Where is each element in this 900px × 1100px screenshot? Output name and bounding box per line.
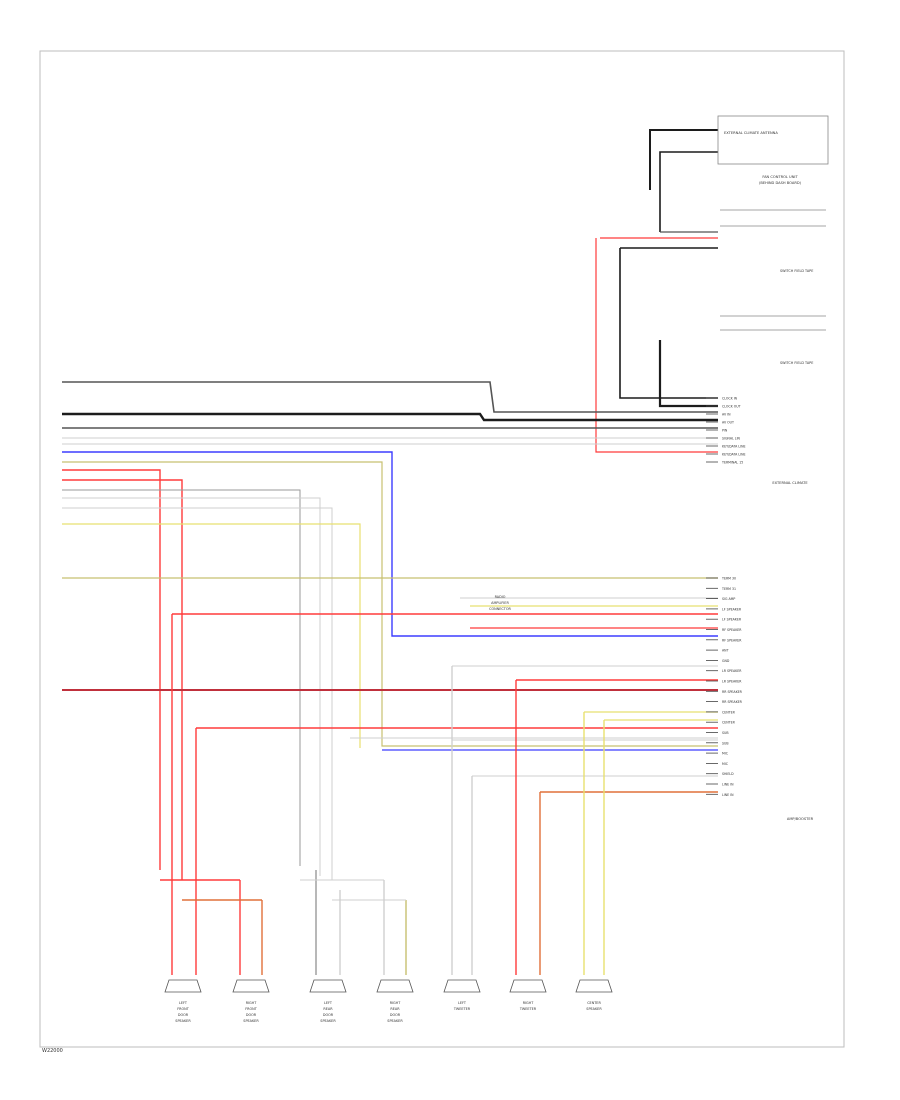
- trunk-2: [62, 412, 718, 422]
- speaker-label: FRONT: [177, 1007, 190, 1011]
- speaker-icon: [509, 979, 547, 993]
- amp-pin-label: LR SPEAKER: [722, 669, 742, 673]
- speaker-icon: [164, 979, 202, 993]
- speaker-label: DOOR: [246, 1013, 257, 1017]
- speaker-label: SPEAKER: [243, 1019, 259, 1023]
- switch-upper-label: SWITCH FIELD TAPE: [780, 269, 813, 273]
- trunk-blue-1: [62, 451, 718, 637]
- speaker-label: SPEAKER: [175, 1019, 191, 1023]
- pin-layer: CLOCK IN CLOCK OUT AV IN AV OUT PIN SIGNAL LI…: [706, 397, 745, 797]
- amp-pin-label: LINE IN: [722, 793, 734, 797]
- wire-bus-red: [595, 238, 718, 453]
- speaker-label: RIGHT: [246, 1001, 258, 1005]
- control-label-2: (BEHIND DASH BOARD): [759, 181, 802, 185]
- speaker-label: CENTER: [587, 1001, 601, 1005]
- amp-pin-label: GND: [722, 659, 730, 663]
- speaker-label: LEFT: [324, 1001, 333, 1005]
- upper-pin-label: KEY/DATA LINE: [722, 453, 745, 457]
- amp-pin-label: SUB: [722, 741, 729, 745]
- speaker-label: DOOR: [323, 1013, 334, 1017]
- upper-pin-label: CLOCK IN: [722, 397, 738, 401]
- amp-pin-label: TERM 30: [721, 577, 736, 581]
- trunk-red-2: [62, 479, 183, 880]
- upper-pin-label: KEY/DATA LINE: [722, 445, 745, 449]
- amp-pin-label: LINE IN: [722, 783, 734, 787]
- upper-pin-label: AV IN: [722, 413, 731, 417]
- speaker-icon: [443, 979, 481, 993]
- trunk-grey-2: [62, 497, 321, 876]
- switch-lower-label: SWITCH FIELD TAPE: [780, 361, 813, 365]
- bus-label: EXTERNAL CLIMATE: [772, 481, 808, 485]
- trunk-yellow-1: [62, 523, 361, 748]
- speaker-label: RIGHT: [523, 1001, 535, 1005]
- amp-pin-label: MIC: [722, 762, 729, 766]
- speaker-label: LEFT: [458, 1001, 467, 1005]
- antenna-label: EXTERNAL CLIMATE ANTENNA: [724, 131, 778, 135]
- speaker-label: RIGHT: [390, 1001, 402, 1005]
- amp-pin-label: TERM 31: [721, 587, 736, 591]
- amp-connector-label-1: RADIO: [495, 595, 506, 599]
- amp-pin-label: LR SPEAKER: [722, 680, 742, 684]
- control-label: FAN CONTROL UNIT: [762, 175, 798, 179]
- amp-pin-label: SIG AMP: [722, 597, 735, 601]
- wire-layer: [62, 129, 718, 975]
- amp-pin-label: CENTER: [722, 721, 736, 725]
- trunk-grey-1: [62, 489, 301, 866]
- component-layer: EXTERNAL CLIMATE ANTENNA FAN CONTROL UNIT…: [164, 115, 829, 1023]
- wire-bus-b: [658, 340, 718, 408]
- amp-pin-label: SUB: [722, 731, 729, 735]
- amp-connector-label-3: CONNECTOR: [489, 607, 511, 611]
- speaker-label: SPEAKER: [586, 1007, 602, 1011]
- wire-antenna-2: [659, 151, 718, 232]
- speaker-label: DOOR: [178, 1013, 189, 1017]
- trunk-1: [62, 381, 718, 413]
- diagram-frame: [39, 50, 845, 1048]
- amp-pin-label: LF SPEAKER: [722, 607, 742, 611]
- trunk-grey-3: [62, 507, 333, 880]
- antenna-box: [717, 115, 829, 165]
- wire-antenna-1: [649, 129, 718, 190]
- amp-connector-label-2: AMPLIFIER: [491, 601, 509, 605]
- trunk-olive-1: [62, 461, 718, 747]
- speaker-label: SPEAKER: [320, 1019, 336, 1023]
- amp-pin-label: RR SPEAKER: [722, 690, 743, 694]
- amp-pin-label: RF SPEAKER: [722, 628, 742, 632]
- footer-code: W22000: [42, 1048, 63, 1054]
- speaker-label: LEFT: [179, 1001, 188, 1005]
- upper-pin-label: AV OUT: [722, 421, 734, 425]
- upper-pin-label: TERMINAL 15: [721, 461, 743, 465]
- speaker-icon: [376, 979, 414, 993]
- upper-pin-label: PIN: [722, 429, 728, 433]
- speaker-label: REAR: [323, 1007, 333, 1011]
- speaker-label: REAR: [390, 1007, 400, 1011]
- amp-pin-label: MIC: [722, 752, 729, 756]
- upper-pin-label: CLOCK OUT: [722, 405, 741, 409]
- speaker-icon: [232, 979, 270, 993]
- wire-bus-a: [619, 248, 718, 399]
- amp-pin-label: RF SPEAKER: [722, 638, 742, 642]
- amplifier-label: AMP/BOOSTER: [787, 817, 814, 821]
- amp-pin-label: ANT: [722, 649, 729, 653]
- speaker-label: SPEAKER: [387, 1019, 403, 1023]
- speaker-icon: [575, 979, 613, 993]
- speaker-icon: [309, 979, 347, 993]
- upper-pin-label: SIGNAL LIN: [722, 437, 741, 441]
- speaker-label: DOOR: [390, 1013, 401, 1017]
- amp-pin-label: RR SPEAKER: [722, 700, 743, 704]
- amp-pin-label: CENTER: [722, 710, 736, 714]
- amp-pin-label: SHIELD: [722, 772, 734, 776]
- trunk-red-1: [62, 469, 161, 870]
- speaker-label: TWEETER: [519, 1007, 537, 1011]
- speaker-label: TWEETER: [453, 1007, 471, 1011]
- amp-pin-label: LF SPEAKER: [722, 618, 742, 622]
- speaker-label: FRONT: [245, 1007, 258, 1011]
